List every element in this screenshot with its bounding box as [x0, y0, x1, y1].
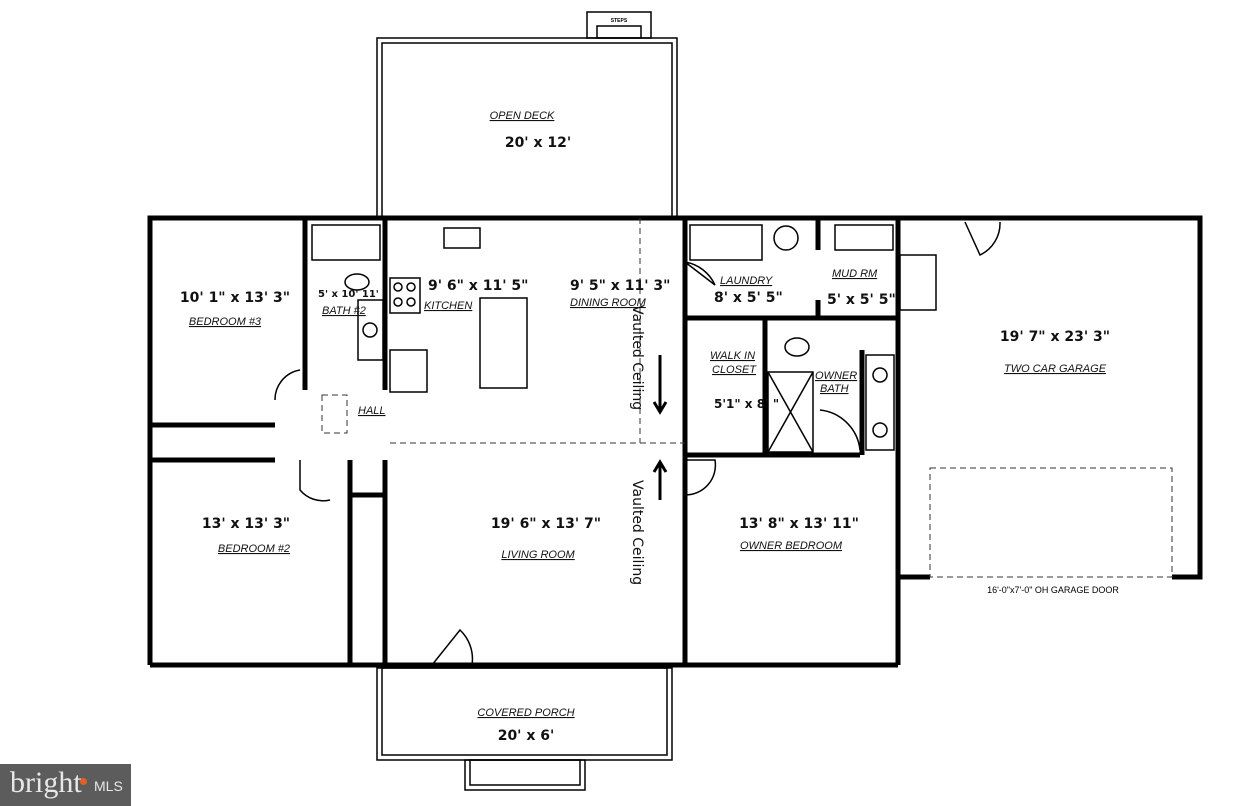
garage-dims: 19' 7" x 23' 3": [1000, 329, 1110, 345]
kitchen-label: KITCHEN: [424, 300, 472, 312]
closet-dims: 5'1" x 8' ": [714, 397, 779, 411]
garage-door-label: 16'-0"x7'-0" OH GARAGE DOOR: [987, 585, 1119, 595]
ownerbed-dims: 13' 8" x 13' 11": [739, 516, 859, 532]
mudroom-label: MUD RM: [832, 268, 878, 280]
deck-dims: 20' x 12': [505, 135, 571, 151]
bright-mls-logo: bright MLS: [0, 764, 131, 806]
bedroom3-dims: 10' 1" x 13' 3": [180, 290, 290, 306]
bath2-dims: 5' x 10' 11': [318, 289, 379, 300]
vaulted-ceiling-note-2: Vaulted Ceiling: [629, 480, 645, 585]
living-label: LIVING ROOM: [501, 549, 575, 561]
deck-label: OPEN DECK: [490, 110, 555, 122]
laundry-dims: 8' x 5' 5": [714, 290, 783, 306]
hall-label: HALL: [358, 405, 386, 417]
living-dims: 19' 6" x 13' 7": [491, 516, 601, 532]
bedroom3-label: BEDROOM #3: [189, 316, 262, 328]
ownerbath-label-2: BATH: [820, 383, 849, 395]
logo-dot-icon: [80, 778, 87, 785]
bedroom2-dims: 13' x 13' 3": [202, 516, 290, 532]
porch-label: COVERED PORCH: [477, 707, 574, 719]
vaulted-ceiling-note-1: Vaulted Ceiling: [629, 305, 645, 410]
steps-label: STEPS: [611, 18, 628, 24]
ownerbed-label: OWNER BEDROOM: [740, 540, 843, 552]
dining-label: DINING ROOM: [570, 297, 647, 309]
bedroom2-label: BEDROOM #2: [218, 543, 290, 555]
laundry-label: LAUNDRY: [720, 275, 773, 287]
dashed-lines: [390, 218, 1173, 578]
vaulted-arrows: [652, 355, 668, 500]
logo-brand: bright: [10, 766, 82, 799]
logo-suffix: MLS: [94, 778, 123, 794]
garage-label: TWO CAR GARAGE: [1004, 363, 1107, 375]
dining-dims: 9' 5" x 11' 3": [570, 278, 670, 294]
walls: [147, 215, 1203, 668]
mudroom-dims: 5' x 5' 5": [827, 292, 896, 308]
bath2-label: BATH #2: [322, 305, 366, 317]
fixtures: [311, 224, 937, 453]
ownerbath-label-1: OWNER: [815, 370, 857, 382]
doors: [274, 221, 1001, 666]
porch-dims: 20' x 6': [498, 728, 555, 744]
kitchen-dims: 9' 6" x 11' 5": [428, 278, 528, 294]
porch: [376, 667, 673, 791]
closet-label-2: CLOSET: [712, 364, 757, 376]
closet-label-1: WALK IN: [710, 350, 755, 362]
